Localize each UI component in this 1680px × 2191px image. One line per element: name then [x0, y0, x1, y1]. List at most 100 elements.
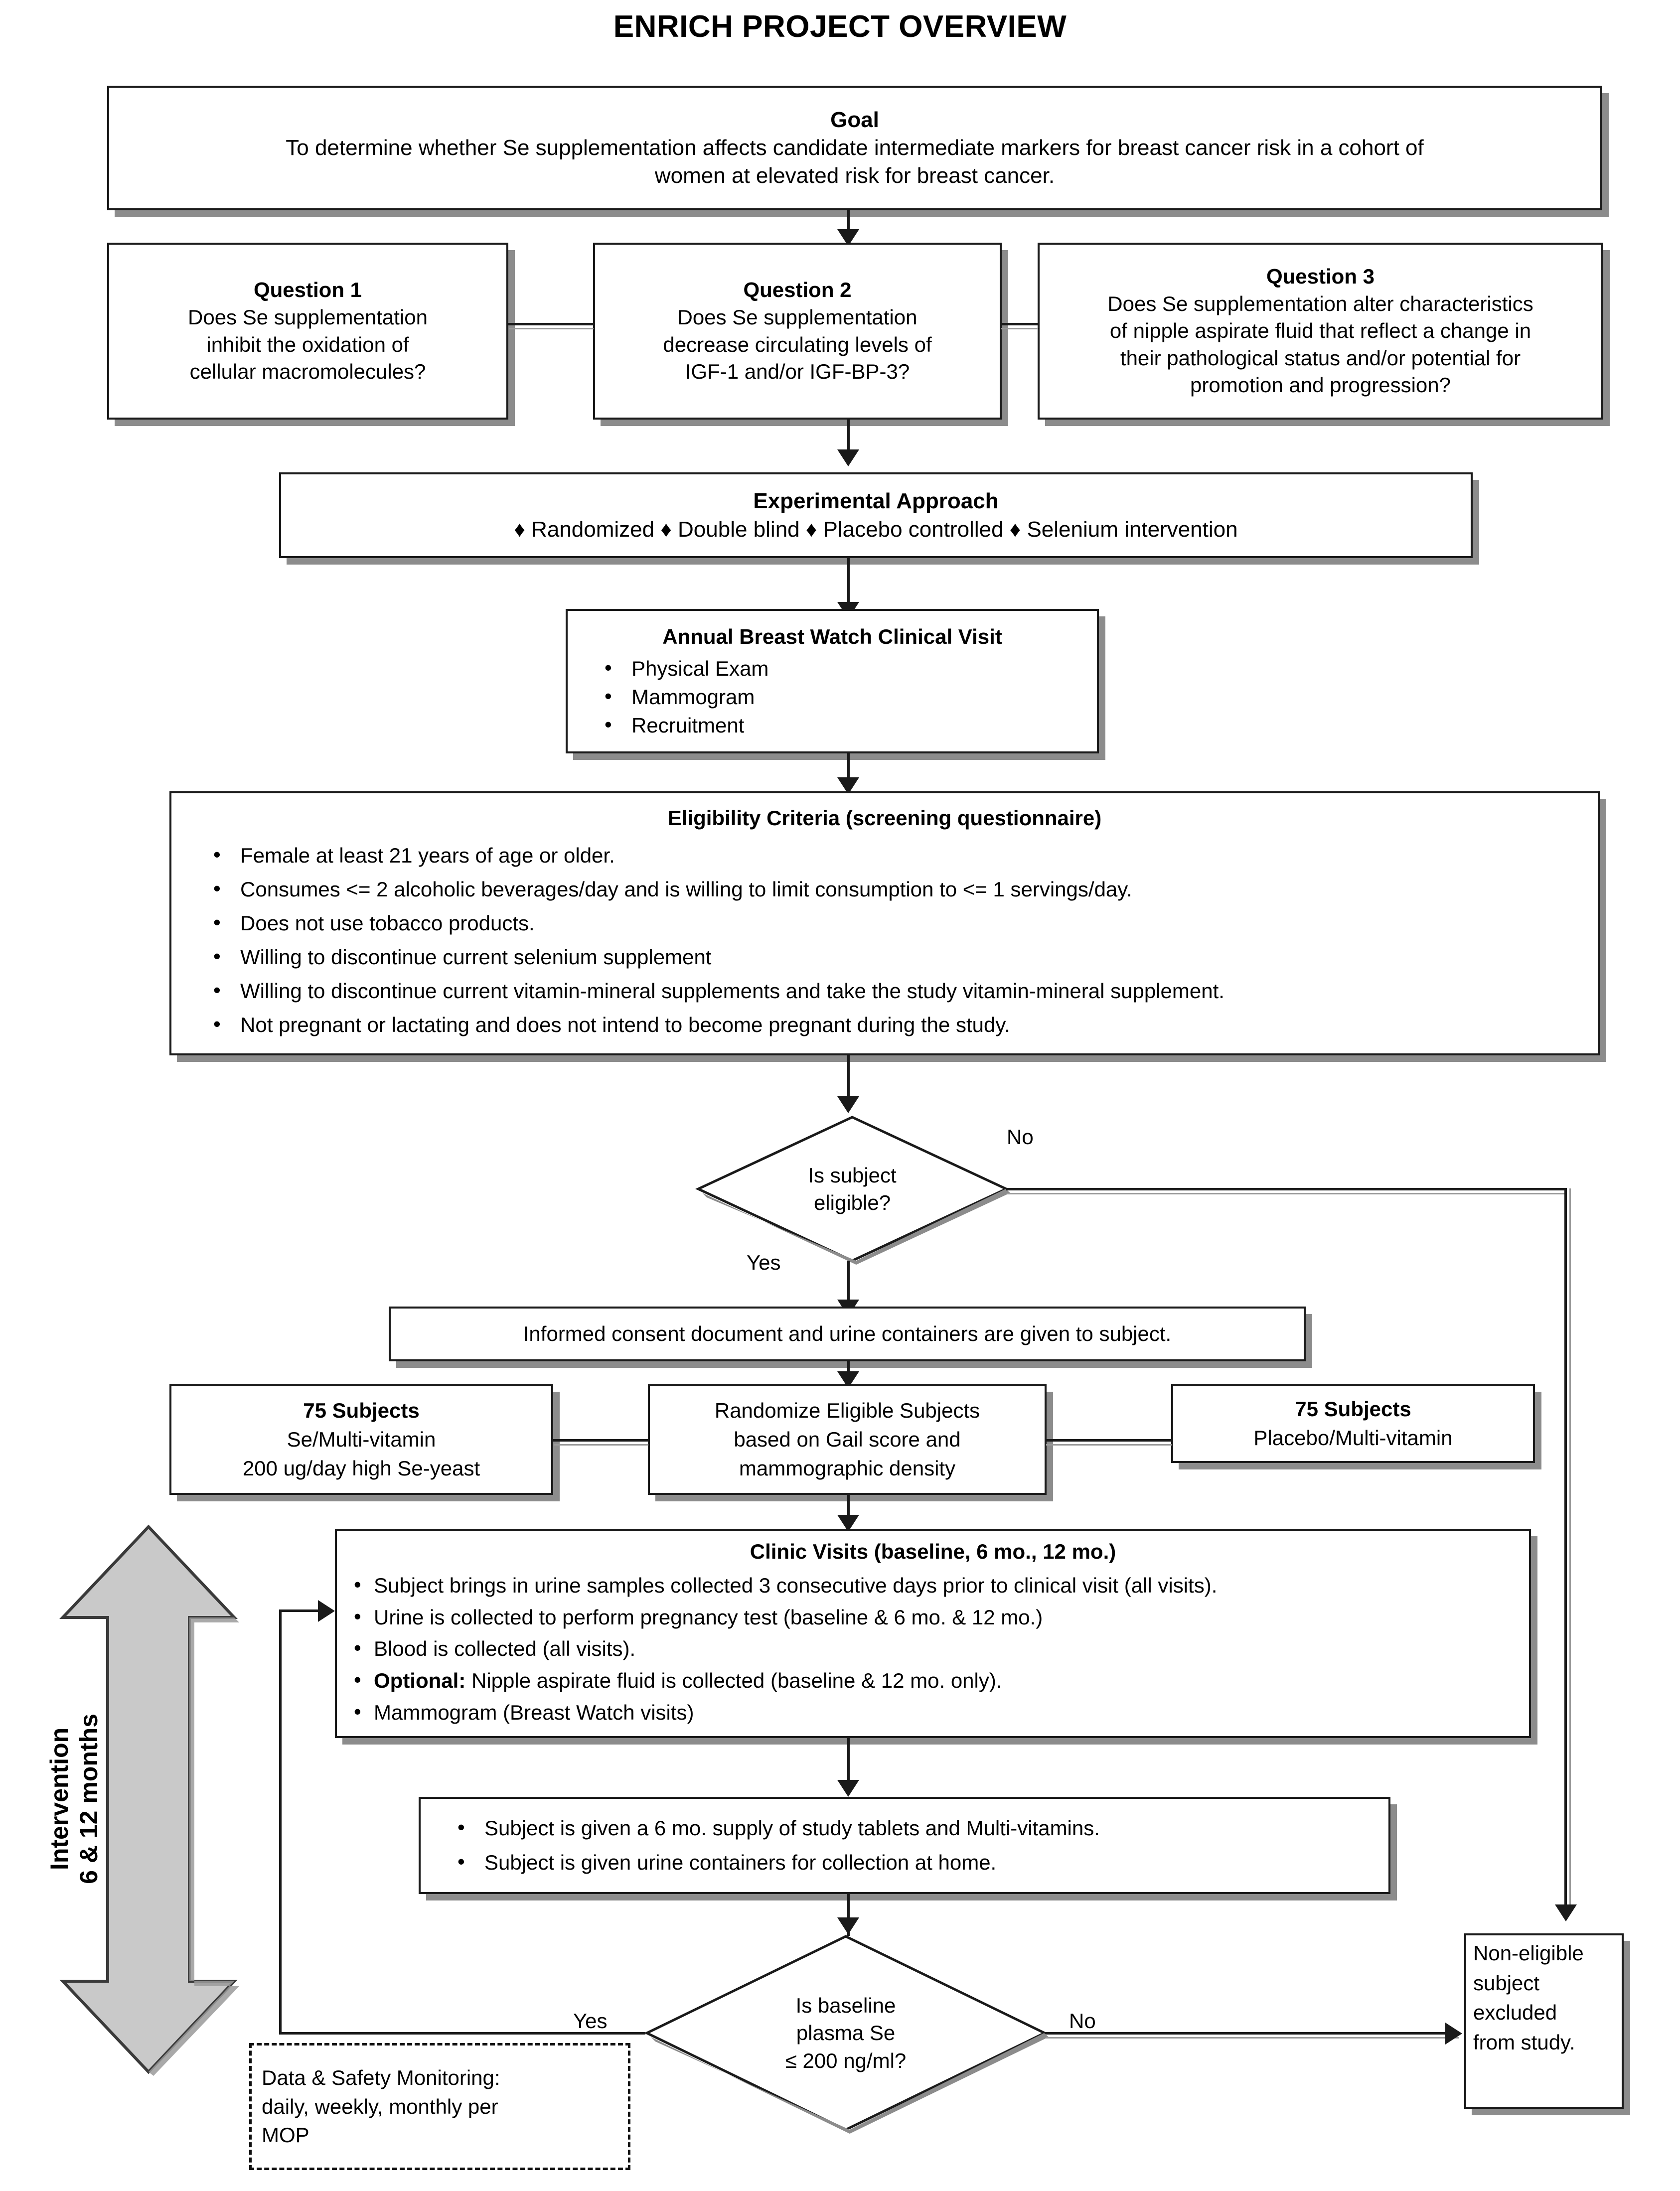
intervention-line-1: Intervention — [45, 1727, 73, 1871]
experimental-approach-box: Experimental Approach ♦ Randomized ♦ Dou… — [279, 472, 1473, 558]
clinic-visits-heading: Clinic Visits (baseline, 6 mo., 12 mo.) — [750, 1540, 1116, 1564]
question-3-box: Question 3 Does Se supplementation alter… — [1038, 243, 1603, 420]
optional-text: Nipple aspirate fluid is collected (base… — [471, 1669, 1002, 1693]
arm-right-box: 75 Subjects Placebo/Multi-vitamin — [1171, 1384, 1535, 1463]
data-safety-monitoring-box: Data & Safety Monitoring: daily, weekly,… — [249, 2043, 630, 2170]
decision-eligible-yes-label: Yes — [747, 1251, 781, 1274]
question-1-line-3: cellular macromolecules? — [189, 360, 426, 384]
connector-approach-to-annual-visit — [847, 558, 850, 607]
list-item: Consumes <= 2 alcoholic beverages/day an… — [181, 872, 1588, 906]
connector-eligible-yes — [847, 1261, 850, 1311]
arrowhead-supply-to-baseline-decision — [837, 1917, 859, 1934]
annual-breast-watch-box: Annual Breast Watch Clinical Visit Physi… — [566, 609, 1099, 753]
connector-eligible-no-down — [1564, 1188, 1567, 1913]
list-item: Subject brings in urine samples collecte… — [342, 1569, 1524, 1602]
arrowhead-eligible-no-to-excluded — [1555, 1904, 1577, 1921]
non-eligible-subject-box: Non-eligible subject excluded from study… — [1464, 1933, 1624, 2109]
decision-is-subject-eligible — [695, 1114, 1010, 1265]
list-item: Does not use tobacco products. — [181, 905, 1588, 940]
randomize-line-2: based on Gail score and — [734, 1428, 961, 1452]
question-1-line-1: Does Se supplementation — [188, 305, 428, 329]
list-item: Not pregnant or lactating and does not i… — [181, 1007, 1588, 1042]
list-item: Urine is collected to perform pregnancy … — [342, 1601, 1524, 1633]
question-3-line-2: of nipple aspirate fluid that reflect a … — [1109, 319, 1531, 343]
question-3-line-4: promotion and progression? — [1190, 373, 1451, 397]
excluded-line-4: from study. — [1473, 2030, 1575, 2054]
connector-question2-question3 — [1001, 323, 1039, 325]
eligibility-list: Female at least 21 years of age or older… — [181, 838, 1588, 1042]
arrowhead-feedback-to-clinic-visits — [318, 1600, 335, 1622]
list-item: Recruitment — [573, 711, 1092, 740]
excluded-line-2: subject — [1473, 1971, 1540, 1995]
decision-is-subject-eligible-label: Is subject eligible? — [695, 1114, 1009, 1264]
arrowhead-clinic-visits-to-supply — [837, 1780, 859, 1797]
consent-text: Informed consent document and urine cont… — [523, 1322, 1172, 1345]
connector-goal-to-question2 — [847, 210, 850, 233]
question-1-heading: Question 1 — [253, 278, 362, 302]
monitoring-line-3: MOP — [262, 2123, 309, 2147]
decision-is-baseline-plasma-se — [644, 1933, 1049, 2134]
decision-eligible-line-1: Is subject — [808, 1163, 897, 1187]
experimental-approach-heading: Experimental Approach — [753, 488, 999, 513]
annual-visit-heading: Annual Breast Watch Clinical Visit — [662, 624, 1002, 648]
question-2-line-1: Does Se supplementation — [677, 305, 917, 329]
connector-eligibility-to-decision — [847, 1055, 850, 1110]
arrowhead-question2-to-approach — [837, 449, 859, 466]
decision-baseline-line-2: plasma Se — [796, 2021, 896, 2045]
connector-randomize-to-arm-left — [553, 1439, 649, 1442]
randomize-line-3: mammographic density — [739, 1456, 956, 1480]
arrowhead-eligibility-to-decision — [837, 1096, 859, 1113]
goal-line-2: women at elevated risk for breast cancer… — [654, 163, 1055, 188]
decision-eligible-no-label: No — [1007, 1125, 1034, 1149]
question-2-line-3: IGF-1 and/or IGF-BP-3? — [685, 360, 910, 384]
monitoring-line-2: daily, weekly, monthly per — [262, 2094, 498, 2118]
decision-baseline-yes-label: Yes — [573, 2009, 608, 2033]
question-2-line-2: decrease circulating levels of — [663, 332, 932, 356]
eligibility-criteria-box: Eligibility Criteria (screening question… — [169, 791, 1600, 1055]
list-item: Mammogram — [573, 682, 1092, 712]
decision-eligible-line-2: eligible? — [813, 1191, 891, 1214]
question-2-heading: Question 2 — [743, 278, 852, 302]
connector-baseline-yes — [279, 2032, 645, 2035]
informed-consent-box: Informed consent document and urine cont… — [389, 1307, 1306, 1361]
question-2-box: Question 2 Does Se supplementation decre… — [593, 243, 1002, 420]
connector-eligible-no — [1006, 1188, 1567, 1190]
decision-baseline-line-1: Is baseline — [795, 1993, 896, 2017]
annual-visit-list: Physical Exam Mammogram Recruitment — [573, 654, 1092, 740]
arm-right-line-1: 75 Subjects — [1295, 1397, 1411, 1421]
experimental-approach-items: ♦ Randomized ♦ Double blind ♦ Placebo co… — [514, 517, 1238, 542]
list-item: Subject is given a 6 mo. supply of study… — [426, 1810, 1383, 1845]
goal-box: Goal To determine whether Se supplementa… — [107, 86, 1602, 210]
randomize-box: Randomize Eligible Subjects based on Gai… — [648, 1384, 1047, 1495]
list-item: Optional: Nipple aspirate fluid is colle… — [342, 1664, 1524, 1697]
goal-line-1: To determine whether Se supplementation … — [286, 135, 1424, 160]
randomize-line-1: Randomize Eligible Subjects — [714, 1399, 980, 1423]
connector-question1-question2 — [508, 323, 594, 325]
optional-label: Optional: — [374, 1669, 466, 1693]
decision-baseline-no-label: No — [1069, 2009, 1096, 2033]
excluded-line-1: Non-eligible — [1473, 1941, 1584, 1965]
goal-heading: Goal — [830, 107, 879, 132]
connector-baseline-yes-up — [279, 1609, 282, 2034]
eligibility-heading: Eligibility Criteria (screening question… — [667, 806, 1102, 830]
study-supply-box: Subject is given a 6 mo. supply of study… — [419, 1797, 1390, 1894]
arm-left-line-2: Se/Multi-vitamin — [287, 1428, 436, 1452]
list-item: Subject is given urine containers for co… — [426, 1844, 1383, 1880]
list-item: Female at least 21 years of age or older… — [181, 838, 1588, 873]
intervention-label: Intervention 6 & 12 months — [45, 1659, 145, 1938]
list-item: Blood is collected (all visits). — [342, 1632, 1524, 1665]
connector-question2-to-approach — [847, 420, 850, 452]
arrowhead-baseline-no-to-excluded — [1445, 2023, 1462, 2045]
decision-baseline-label: Is baseline plasma Se ≤ 200 ng/ml? — [644, 1933, 1048, 2133]
connector-supply-to-baseline-decision — [847, 1894, 850, 1936]
intervention-double-arrow — [59, 1523, 243, 2076]
list-item: Mammogram (Breast Watch visits) — [342, 1696, 1524, 1729]
arm-right-line-2: Placebo/Multi-vitamin — [1253, 1426, 1453, 1450]
question-3-line-1: Does Se supplementation alter characteri… — [1107, 292, 1533, 315]
list-item: Physical Exam — [573, 654, 1092, 683]
connector-baseline-yes-to-clinic — [279, 1609, 319, 1612]
monitoring-line-1: Data & Safety Monitoring: — [262, 2065, 500, 2089]
supply-list: Subject is given a 6 mo. supply of study… — [426, 1810, 1383, 1880]
intervention-line-2: 6 & 12 months — [75, 1714, 103, 1884]
